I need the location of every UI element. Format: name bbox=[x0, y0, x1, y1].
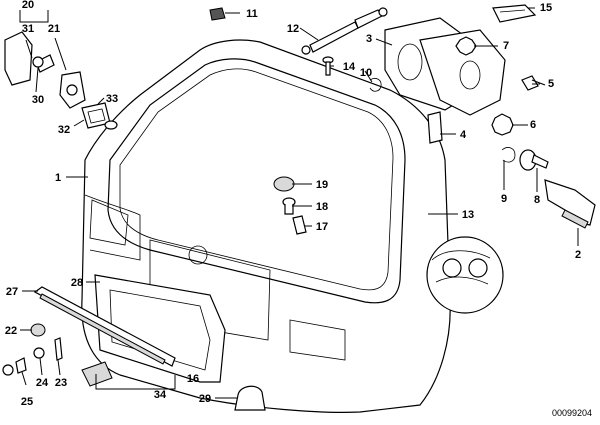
callout-27: 27 bbox=[6, 286, 18, 298]
clip-9 bbox=[501, 147, 516, 163]
hinge-assembly bbox=[384, 17, 506, 116]
leader-lines bbox=[19, 7, 579, 399]
trim-strip bbox=[33, 286, 176, 367]
callout-13: 13 bbox=[462, 209, 474, 221]
pin-8 bbox=[519, 149, 549, 171]
callout-11: 11 bbox=[246, 8, 258, 20]
sleeve-17 bbox=[292, 215, 307, 235]
callout-30: 30 bbox=[32, 94, 44, 106]
stop-buffer bbox=[427, 111, 443, 144]
license-plate-trim bbox=[94, 274, 226, 383]
cap-11 bbox=[209, 7, 226, 21]
grommet-19 bbox=[273, 176, 295, 192]
bracket-2 bbox=[544, 179, 596, 229]
callout-17: 17 bbox=[316, 221, 328, 233]
callout-labels: 20 31 21 30 33 32 11 12 14 3 10 7 15 5 6… bbox=[5, 0, 581, 408]
gas-strut bbox=[301, 7, 388, 55]
callout-15: 15 bbox=[540, 2, 552, 14]
left-bracket-assembly bbox=[4, 31, 118, 130]
clip-34 bbox=[81, 361, 113, 387]
star-nut-7 bbox=[455, 36, 477, 56]
callout-9: 9 bbox=[501, 193, 507, 205]
clip-10 bbox=[369, 78, 382, 92]
callout-12: 12 bbox=[287, 23, 299, 35]
callout-21: 21 bbox=[48, 23, 60, 35]
callout-5: 5 bbox=[548, 78, 554, 90]
callout-33: 33 bbox=[106, 93, 118, 105]
reference-code: 00099204 bbox=[552, 408, 592, 418]
callout-6: 6 bbox=[530, 119, 536, 131]
callout-34: 34 bbox=[154, 389, 167, 401]
callout-32: 32 bbox=[58, 124, 70, 136]
lower-left-hardware bbox=[2, 323, 63, 376]
callout-31: 31 bbox=[22, 23, 34, 35]
callout-20: 20 bbox=[22, 0, 34, 11]
callout-19: 19 bbox=[316, 179, 328, 191]
grommet-29 bbox=[234, 385, 266, 411]
bushing-18 bbox=[282, 197, 296, 215]
callout-16: 16 bbox=[187, 373, 199, 385]
callout-2: 2 bbox=[575, 249, 581, 261]
star-nut-6 bbox=[491, 113, 514, 136]
seal-detail-view bbox=[426, 236, 504, 314]
callout-4: 4 bbox=[460, 129, 467, 141]
callout-1: 1 bbox=[55, 172, 61, 184]
bracket-15 bbox=[492, 4, 537, 23]
callout-14: 14 bbox=[343, 61, 356, 73]
callout-3: 3 bbox=[366, 33, 372, 45]
bolt-5 bbox=[521, 75, 546, 91]
callout-24: 24 bbox=[36, 377, 49, 389]
screw-14 bbox=[322, 56, 334, 76]
callout-25: 25 bbox=[21, 396, 33, 408]
callout-28: 28 bbox=[71, 277, 83, 289]
callout-29: 29 bbox=[199, 393, 211, 405]
callout-22: 22 bbox=[5, 325, 17, 337]
callout-7: 7 bbox=[503, 40, 509, 52]
callout-18: 18 bbox=[316, 201, 328, 213]
callout-8: 8 bbox=[534, 194, 540, 206]
callout-23: 23 bbox=[55, 377, 67, 389]
callout-10: 10 bbox=[360, 67, 372, 79]
